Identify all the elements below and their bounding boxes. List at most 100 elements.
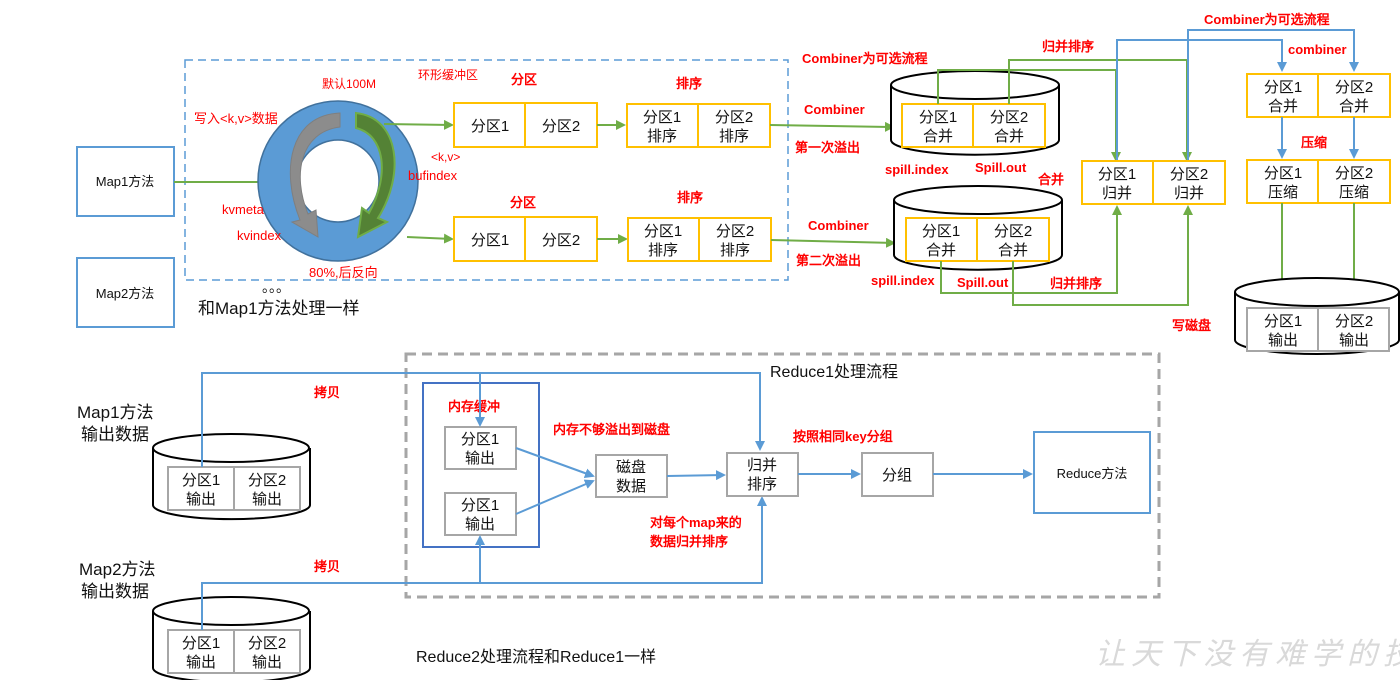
svg-text:数据: 数据 xyxy=(616,478,646,495)
merge-p2-to-combiner-line xyxy=(1187,29,1359,160)
ellipsis: 。。。 xyxy=(262,279,290,295)
partition-row-bottom: 分区1 分区2 xyxy=(453,216,598,262)
final-combiner-optional-label: Combiner为可选流程 xyxy=(1204,12,1330,27)
svg-text:压缩: 压缩 xyxy=(1268,184,1298,201)
sorted-row-top: 分区1 排序 分区2 排序 xyxy=(626,103,771,148)
svg-text:分区2: 分区2 xyxy=(1335,79,1373,96)
final-combined-row: 分区1 合并 分区2 合并 xyxy=(1246,73,1391,118)
bufindex-label: bufindex xyxy=(408,168,458,183)
svg-text:排序: 排序 xyxy=(647,128,677,145)
svg-text:排序: 排序 xyxy=(747,476,777,493)
final-combiner-label: combiner xyxy=(1288,42,1347,57)
svg-text:分区2: 分区2 xyxy=(1335,313,1373,330)
svg-text:分区2: 分区2 xyxy=(716,223,754,240)
memory-buffer-label: 内存缓冲 xyxy=(448,399,500,414)
map2-output-label-line1: Map2方法 xyxy=(79,560,156,579)
buffer1-to-disk-arrow xyxy=(515,447,595,478)
partition-label-top: 分区 xyxy=(511,72,537,87)
svg-text:压缩: 压缩 xyxy=(1339,184,1369,201)
merge-label: 合并 xyxy=(1038,172,1064,187)
svg-text:分区2: 分区2 xyxy=(990,109,1028,126)
svg-text:分区1: 分区1 xyxy=(1264,313,1302,330)
svg-text:输出: 输出 xyxy=(1268,332,1298,349)
spill2-p2-to-merge-line xyxy=(1012,205,1193,306)
combiner-label-bottom: Combiner xyxy=(808,218,869,233)
svg-text:归并: 归并 xyxy=(1174,185,1204,202)
svg-text:分区2: 分区2 xyxy=(1170,166,1208,183)
merge-p1-to-combiner-line xyxy=(1116,39,1287,160)
svg-text:分区2: 分区2 xyxy=(248,472,286,489)
svg-text:分区2: 分区2 xyxy=(1335,165,1373,182)
svg-text:合并: 合并 xyxy=(1268,98,1298,115)
kvmeta-arrow-icon xyxy=(289,112,341,238)
svg-text:Map2方法: Map2方法 xyxy=(96,286,155,301)
spill-index-label-1: spill.index xyxy=(885,162,949,177)
spill-file-1-cylinder: 分区1 合并 分区2 合并 xyxy=(890,70,1060,156)
disk-to-merge-arrow xyxy=(666,470,726,481)
svg-text:输出: 输出 xyxy=(186,654,216,671)
svg-text:分区1: 分区1 xyxy=(182,635,220,652)
svg-text:分区1: 分区1 xyxy=(471,232,509,249)
svg-text:输出: 输出 xyxy=(252,491,282,508)
svg-text:输出: 输出 xyxy=(186,491,216,508)
combiner-label-top: Combiner xyxy=(804,102,865,117)
disk-data-box: 磁盘 数据 xyxy=(595,454,668,498)
combiner-optional-label: Combiner为可选流程 xyxy=(802,51,928,66)
svg-text:分区1: 分区1 xyxy=(643,109,681,126)
svg-text:分区1: 分区1 xyxy=(1098,166,1136,183)
buffer-partition-1: 分区1 输出 xyxy=(444,426,517,470)
spill-out-label-2: Spill.out xyxy=(957,275,1009,290)
ring-buffer-region xyxy=(184,59,789,281)
first-spill-label: 第一次溢出 xyxy=(795,140,860,155)
buffer-to-partition-top-arrow xyxy=(383,119,454,130)
svg-text:分区1: 分区1 xyxy=(461,431,499,448)
svg-text:分组: 分组 xyxy=(882,467,912,484)
second-spill-arrow xyxy=(770,237,896,248)
buffer-partition-2: 分区1 输出 xyxy=(444,492,517,536)
svg-text:排序: 排序 xyxy=(720,242,750,259)
svg-text:分区2: 分区2 xyxy=(994,223,1032,240)
svg-text:分区1: 分区1 xyxy=(182,472,220,489)
svg-text:分区1: 分区1 xyxy=(644,223,682,240)
map-output-cylinder: 分区1 输出 分区2 输出 xyxy=(1234,277,1400,355)
spill-file-2-cylinder: 分区1 合并 分区2 合并 xyxy=(893,185,1063,271)
svg-text:归并: 归并 xyxy=(747,457,777,474)
same-as-map1-note: 和Map1方法处理一样 xyxy=(198,299,360,318)
map1-output-cylinder: 分区1 输出 分区2 输出 xyxy=(152,433,311,521)
spill2-p1-to-merge-line xyxy=(940,205,1122,294)
buffer-to-partition-bottom-arrow xyxy=(406,233,454,244)
sort-label-bottom: 排序 xyxy=(677,190,703,205)
group-by-key-label: 按照相同key分组 xyxy=(793,429,893,444)
default-size-label: 默认100M xyxy=(322,76,376,91)
map2-output-cylinder: 分区1 输出 分区2 输出 xyxy=(152,596,311,680)
map1-output-label-line1: Map1方法 xyxy=(77,403,154,422)
reduce1-region xyxy=(404,352,1161,599)
svg-text:磁盘: 磁盘 xyxy=(616,458,646,476)
svg-text:归并: 归并 xyxy=(1102,185,1132,202)
svg-text:输出: 输出 xyxy=(465,450,495,467)
kvindex-label: kvindex xyxy=(237,228,282,243)
compress-label: 压缩 xyxy=(1301,135,1327,150)
group-box: 分组 xyxy=(861,452,934,497)
bufindex-arrow-icon xyxy=(355,111,396,239)
map2-method-box[interactable]: Map2方法 xyxy=(76,257,175,328)
map1-method-box[interactable]: Map1方法 xyxy=(76,146,175,217)
spill-index-label-2: spill.index xyxy=(871,273,935,288)
svg-text:排序: 排序 xyxy=(648,242,678,259)
merge-sort-label-bottom: 归并排序 xyxy=(1050,276,1102,291)
reduce-method-box[interactable]: Reduce方法 xyxy=(1033,431,1151,514)
svg-text:输出: 输出 xyxy=(1339,332,1369,349)
map1-output-label-line2: 输出数据 xyxy=(81,425,149,444)
svg-text:合并: 合并 xyxy=(923,128,953,145)
svg-text:分区1: 分区1 xyxy=(471,118,509,135)
merge-sort-box: 归并 排序 xyxy=(726,452,799,497)
merge-sort-label-top: 归并排序 xyxy=(1042,39,1094,54)
spill-out-label-1: Spill.out xyxy=(975,160,1027,175)
map2-output-label-line2: 输出数据 xyxy=(81,582,149,601)
partition-label-bottom: 分区 xyxy=(510,195,536,210)
svg-text:分区1: 分区1 xyxy=(461,497,499,514)
svg-text:合并: 合并 xyxy=(998,242,1028,259)
partition-row-top: 分区1 分区2 xyxy=(453,102,598,148)
svg-text:Reduce方法: Reduce方法 xyxy=(1057,466,1128,481)
